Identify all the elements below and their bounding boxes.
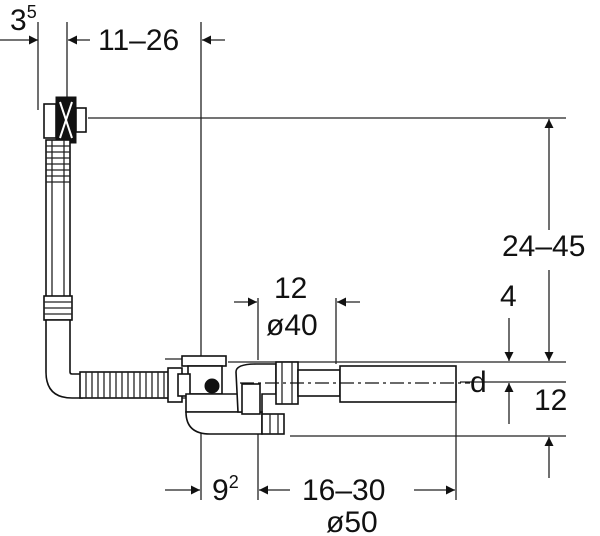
pipe-top-diameter-label: ø40 — [266, 309, 318, 342]
overflow-head — [43, 96, 87, 144]
outlet-diameter-label: ø50 — [326, 506, 378, 536]
trap-offset-label: 92 — [212, 472, 239, 507]
overflow-hose — [43, 139, 83, 399]
dimension-arrows — [0, 35, 554, 495]
overflow-offset-label: 35 — [10, 2, 37, 37]
overflow-reach-label: 11–26 — [98, 24, 179, 57]
drain-trap-body — [177, 355, 285, 435]
extension-lines — [37, 22, 566, 500]
height-range-label: 24–45 — [502, 230, 585, 263]
pipe-top-width-label: 12 — [274, 272, 307, 305]
seal-label: d — [470, 366, 487, 399]
seal-height-label: 12 — [534, 384, 567, 417]
outlet-pipe — [240, 361, 470, 405]
outlet-length-label: 16–30 — [302, 474, 385, 507]
drain-offset-label: 4 — [500, 280, 517, 313]
connecting-hose — [79, 367, 183, 403]
dimension-labels: 35 11–26 24–45 4 12 ø40 d 12 92 16–30 ø5… — [10, 2, 585, 536]
